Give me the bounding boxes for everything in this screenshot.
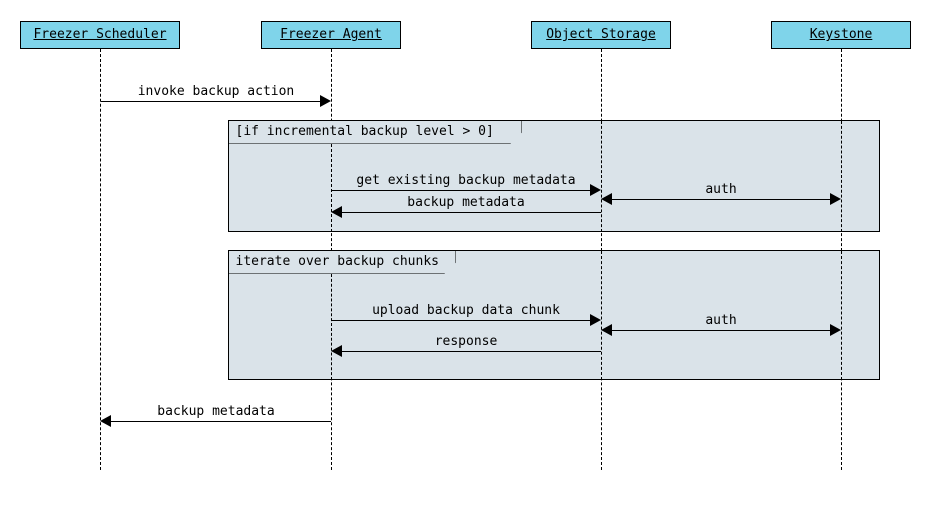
message-line-response bbox=[341, 351, 601, 352]
lifeline-keystone-overlay bbox=[841, 121, 842, 232]
message-line-get-existing-backup-metadata bbox=[332, 190, 591, 191]
fragment-tab-label: iterate over backup chunks bbox=[235, 253, 439, 269]
fragment-chunk-loop: iterate over backup chunks bbox=[228, 250, 880, 380]
message-label-backup-metadata-return: backup metadata bbox=[407, 195, 525, 210]
message-line-invoke-backup-action bbox=[101, 101, 321, 102]
lifeline-freezer-agent-overlay bbox=[331, 274, 332, 380]
message-line-upload-backup-data-chunk bbox=[332, 320, 591, 321]
message-label-get-existing-backup-metadata: get existing backup metadata bbox=[356, 173, 576, 188]
arrowhead-right-icon bbox=[590, 184, 601, 196]
participant-label: Object Storage bbox=[546, 27, 656, 42]
message-line-backup-metadata-final bbox=[110, 421, 331, 422]
fragment-tab-label: [if incremental backup level > 0] bbox=[235, 123, 494, 139]
participant-label: Freezer Scheduler bbox=[33, 27, 167, 42]
arrowhead-left-icon bbox=[331, 345, 342, 357]
participant-label: Keystone bbox=[809, 27, 873, 42]
message-line-auth-metadata bbox=[611, 199, 831, 200]
fragment-tab-chunk-loop: iterate over backup chunks bbox=[228, 250, 456, 274]
arrowhead-right-icon bbox=[590, 314, 601, 326]
participant-label: Freezer Agent bbox=[280, 27, 382, 42]
lifeline-freezer-agent-overlay bbox=[331, 144, 332, 232]
arrowhead-left-icon bbox=[601, 193, 612, 205]
lifeline-object-storage-overlay bbox=[601, 251, 602, 380]
message-label-backup-metadata-final: backup metadata bbox=[157, 404, 275, 419]
message-line-auth-upload bbox=[611, 330, 831, 331]
lifeline-freezer-scheduler bbox=[100, 49, 101, 470]
message-label-invoke-backup-action: invoke backup action bbox=[137, 84, 295, 99]
arrowhead-right-icon bbox=[320, 95, 331, 107]
participant-freezer-scheduler[interactable]: Freezer Scheduler bbox=[20, 21, 180, 49]
arrowhead-left-icon bbox=[100, 415, 111, 427]
participant-keystone[interactable]: Keystone bbox=[771, 21, 911, 49]
lifeline-keystone-overlay bbox=[841, 251, 842, 380]
fragment-tab-incremental-check: [if incremental backup level > 0] bbox=[228, 120, 522, 144]
message-label-response: response bbox=[434, 334, 498, 349]
arrowhead-right-icon bbox=[830, 324, 841, 336]
message-label-auth-upload: auth bbox=[705, 313, 737, 328]
arrowhead-left-icon bbox=[331, 206, 342, 218]
arrowhead-left-icon bbox=[601, 324, 612, 336]
lifeline-object-storage-overlay bbox=[601, 121, 602, 232]
participant-object-storage[interactable]: Object Storage bbox=[531, 21, 671, 49]
arrowhead-right-icon bbox=[830, 193, 841, 205]
message-line-backup-metadata-return bbox=[341, 212, 601, 213]
message-label-auth-metadata: auth bbox=[705, 182, 737, 197]
participant-freezer-agent[interactable]: Freezer Agent bbox=[261, 21, 401, 49]
message-label-upload-backup-data-chunk: upload backup data chunk bbox=[372, 303, 560, 318]
